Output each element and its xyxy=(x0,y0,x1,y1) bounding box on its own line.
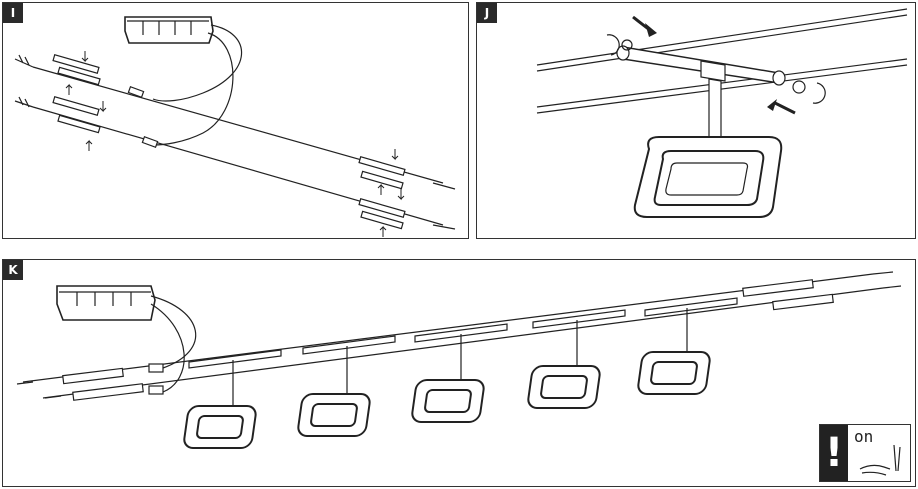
luminaire xyxy=(527,309,626,409)
step-label-j: J xyxy=(477,3,497,23)
note-box: ! on xyxy=(819,424,911,482)
system-overview-illustration xyxy=(16,271,902,449)
step-label-i: I xyxy=(3,3,23,23)
push-arrow-right-icon xyxy=(767,99,777,111)
note-text: on xyxy=(854,427,874,446)
arrow-icons xyxy=(65,51,405,237)
left-connector-bottom xyxy=(14,96,101,134)
luminaire xyxy=(297,335,396,437)
luminaire xyxy=(637,297,738,395)
panel-k: K xyxy=(2,259,916,487)
cable-attach-illustration xyxy=(14,16,456,237)
screw-right-icon xyxy=(792,80,806,94)
transformer-box xyxy=(56,285,156,321)
luminaire xyxy=(183,349,282,449)
transformer-box xyxy=(124,16,214,44)
right-connector-bottom xyxy=(358,198,456,230)
screw-left-icon xyxy=(621,39,633,51)
panel-i: I xyxy=(2,2,469,239)
luminaire-mount-illustration xyxy=(536,8,908,218)
left-connector-top xyxy=(14,54,101,86)
rotate-arrow-right-icon xyxy=(812,82,826,104)
luminaire xyxy=(411,323,508,423)
step-label-k: K xyxy=(3,260,23,280)
panel-j: J xyxy=(476,2,916,239)
rotate-arrow-left-icon xyxy=(606,34,620,56)
luminaire-head xyxy=(633,136,783,218)
switch-hand-icon xyxy=(859,444,901,476)
right-connector-top xyxy=(358,156,456,190)
warning-icon: ! xyxy=(820,425,848,481)
